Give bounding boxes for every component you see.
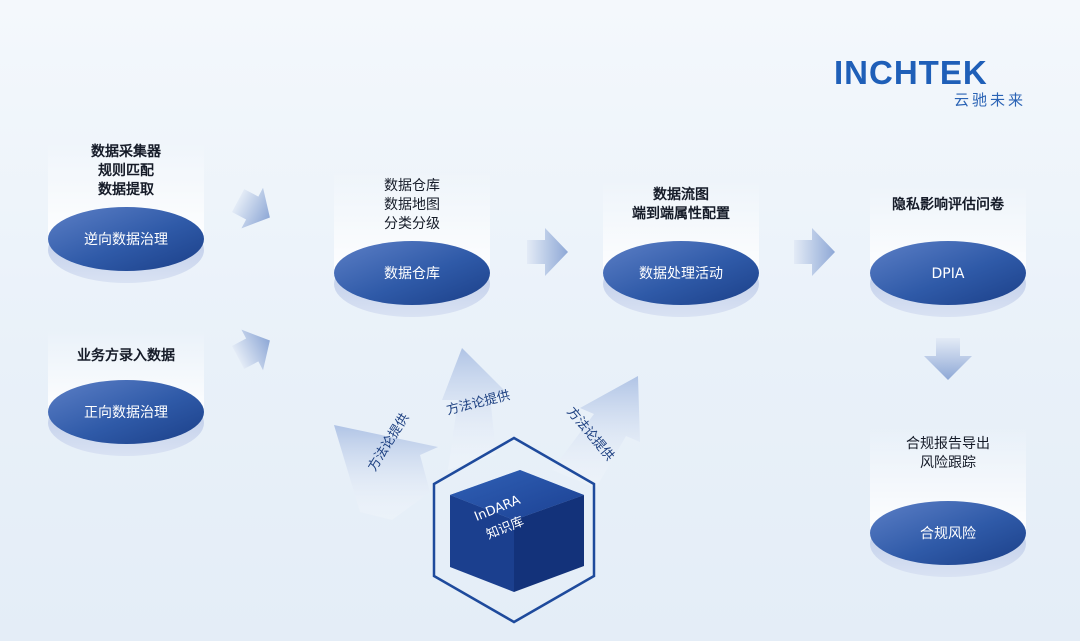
compliance-node-label: 合规风险 [920, 526, 976, 542]
forward-governance-node-label: 正向数据治理 [84, 405, 168, 421]
disc-dpia [870, 241, 1026, 317]
forward-governance-feature: 业务方录入数据 [77, 348, 175, 364]
methodology-beam-right [552, 376, 640, 488]
disc-forward-governance [48, 380, 204, 456]
warehouse-features: 数据仓库 数据地图 分类分级 [384, 178, 440, 232]
dpia-node-label: DPIA [931, 266, 965, 282]
processing-node-label: 数据处理活动 [639, 266, 723, 282]
flow-arrow-icon [924, 338, 972, 380]
logo-wordmark: INCHTEK [834, 54, 988, 91]
flow-arrow-icon [232, 187, 270, 229]
flow-arrow-icon [232, 329, 270, 371]
brand-logo: INCHTEK 云驰未来 [834, 55, 1030, 115]
cube-icon [450, 470, 584, 592]
hexagon-icon [432, 436, 596, 624]
processing-features: 数据流图 端到端属性配置 [632, 187, 730, 222]
flow-arrow-icon [794, 228, 835, 276]
reverse-governance-features: 数据采集器 规则匹配 数据提取 [91, 144, 161, 198]
reverse-governance-node-label: 逆向数据治理 [84, 232, 168, 248]
methodology-beam-middle [442, 348, 506, 470]
compliance-features: 合规报告导出 风险跟踪 [906, 436, 990, 471]
warehouse-node-label: 数据仓库 [384, 266, 440, 282]
flow-arrow-icon [527, 228, 568, 276]
disc-compliance-risk [870, 501, 1026, 577]
disc-data-warehouse [334, 241, 490, 317]
methodology-beam-left [334, 425, 438, 520]
logo-subtitle: 云驰未来 [953, 91, 1026, 109]
disc-reverse-governance [48, 207, 204, 283]
disc-data-processing [603, 241, 759, 317]
dpia-feature: 隐私影响评估问卷 [892, 197, 1004, 213]
